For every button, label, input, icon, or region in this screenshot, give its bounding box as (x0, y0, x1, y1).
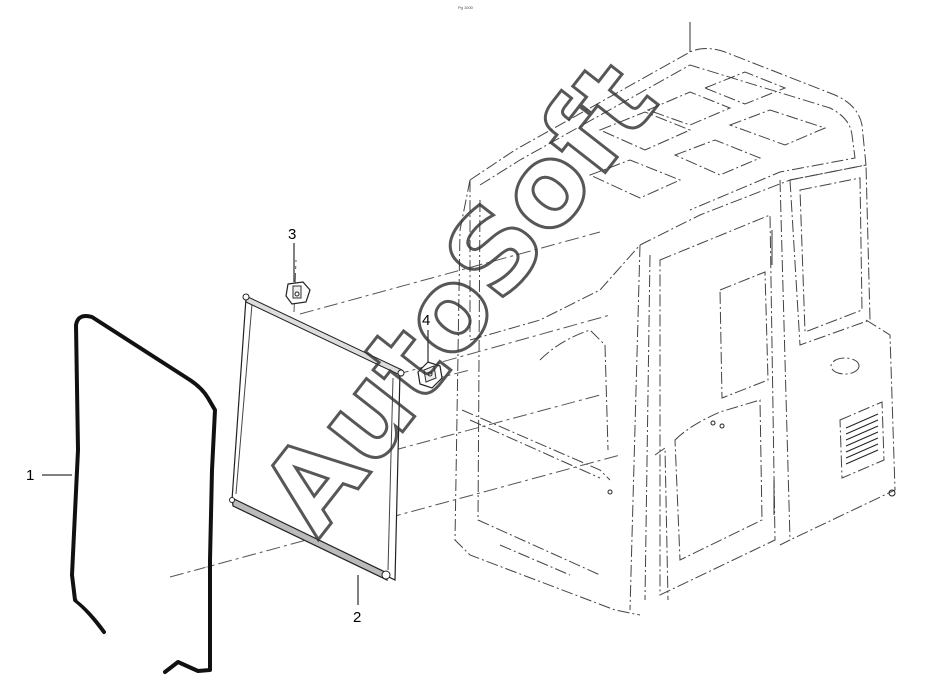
part-2-sun-shade (229, 293, 405, 582)
part-3-upper-bracket (285, 281, 311, 305)
cab-body (454, 22, 896, 616)
part-4-side-bracket (417, 361, 443, 389)
part-1-door-seal (70, 314, 217, 674)
callout-4: 4 (422, 312, 430, 329)
page-caption: Pg 1000 (458, 5, 474, 10)
callout-3: 3 (288, 226, 296, 243)
leader-lines (42, 243, 429, 605)
callout-2: 2 (353, 609, 361, 626)
callout-1: 1 (26, 467, 34, 484)
vent-grille-icon (845, 413, 879, 465)
